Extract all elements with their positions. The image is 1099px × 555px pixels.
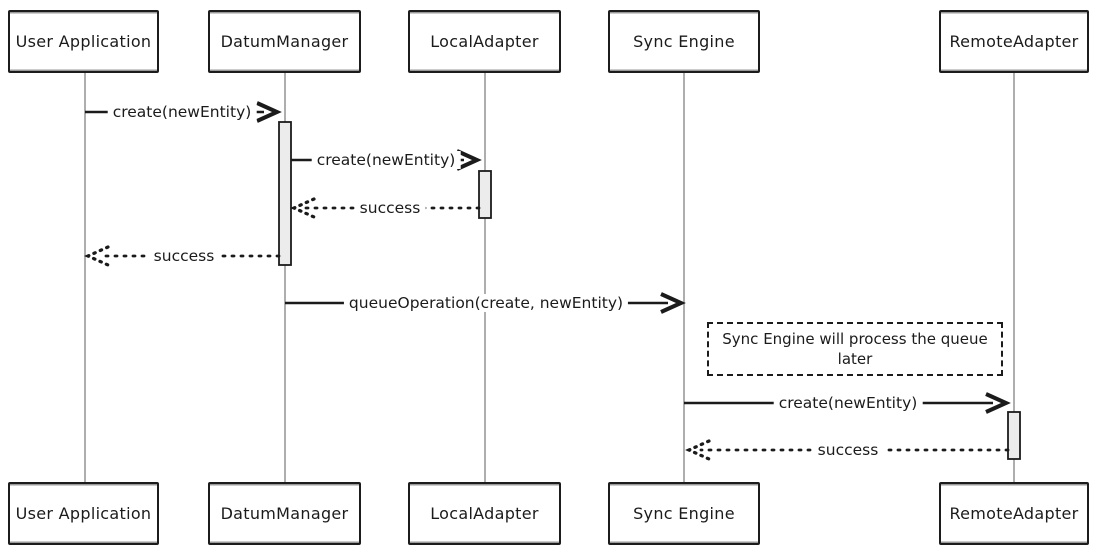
participant-label: LocalAdapter xyxy=(430,504,539,523)
participant-bottom-sync-engine: Sync Engine xyxy=(608,482,760,545)
activation-datum-manager xyxy=(278,121,292,266)
activation-remote-adapter xyxy=(1007,411,1021,460)
participant-top-sync-engine: Sync Engine xyxy=(608,10,760,73)
participant-top-user-application: User Application xyxy=(8,10,159,73)
message-2-arrowhead xyxy=(456,149,482,171)
message-5-arrowhead xyxy=(660,292,686,314)
participant-bottom-user-application: User Application xyxy=(8,482,159,545)
message-4-arrowhead xyxy=(84,245,110,267)
participant-label: DatumManager xyxy=(220,32,349,51)
participant-bottom-local-adapter: LocalAdapter xyxy=(408,482,561,545)
message-5-label: queueOperation(create, newEntity) xyxy=(343,294,629,312)
message-6-arrowhead xyxy=(985,392,1011,414)
participant-top-datum-manager: DatumManager xyxy=(208,10,361,73)
message-1-label: create(newEntity) xyxy=(107,103,257,121)
participant-bottom-remote-adapter: RemoteAdapter xyxy=(939,482,1089,545)
participant-label: LocalAdapter xyxy=(430,32,539,51)
message-6-label: create(newEntity) xyxy=(773,394,923,412)
participant-label: Sync Engine xyxy=(633,32,735,51)
message-7-label: success xyxy=(812,441,884,459)
participant-label: RemoteAdapter xyxy=(949,504,1079,523)
participant-label: RemoteAdapter xyxy=(949,32,1079,51)
message-7-arrowhead xyxy=(685,439,711,461)
participant-bottom-datum-manager: DatumManager xyxy=(208,482,361,545)
note-sync-engine-queue: Sync Engine will process the queue later xyxy=(707,322,1003,376)
participant-top-local-adapter: LocalAdapter xyxy=(408,10,561,73)
participant-label: Sync Engine xyxy=(633,504,735,523)
message-1-arrowhead xyxy=(256,101,282,123)
participant-label: User Application xyxy=(15,504,152,523)
message-4-label: success xyxy=(148,247,220,265)
participant-label: DatumManager xyxy=(220,504,349,523)
message-2-label: create(newEntity) xyxy=(311,151,461,169)
note-text: Sync Engine will process the queue later xyxy=(722,329,988,368)
activation-local-adapter xyxy=(478,170,492,219)
message-3-arrowhead xyxy=(290,197,316,219)
participant-top-remote-adapter: RemoteAdapter xyxy=(939,10,1089,73)
participant-label: User Application xyxy=(15,32,152,51)
message-3-label: success xyxy=(354,199,426,217)
